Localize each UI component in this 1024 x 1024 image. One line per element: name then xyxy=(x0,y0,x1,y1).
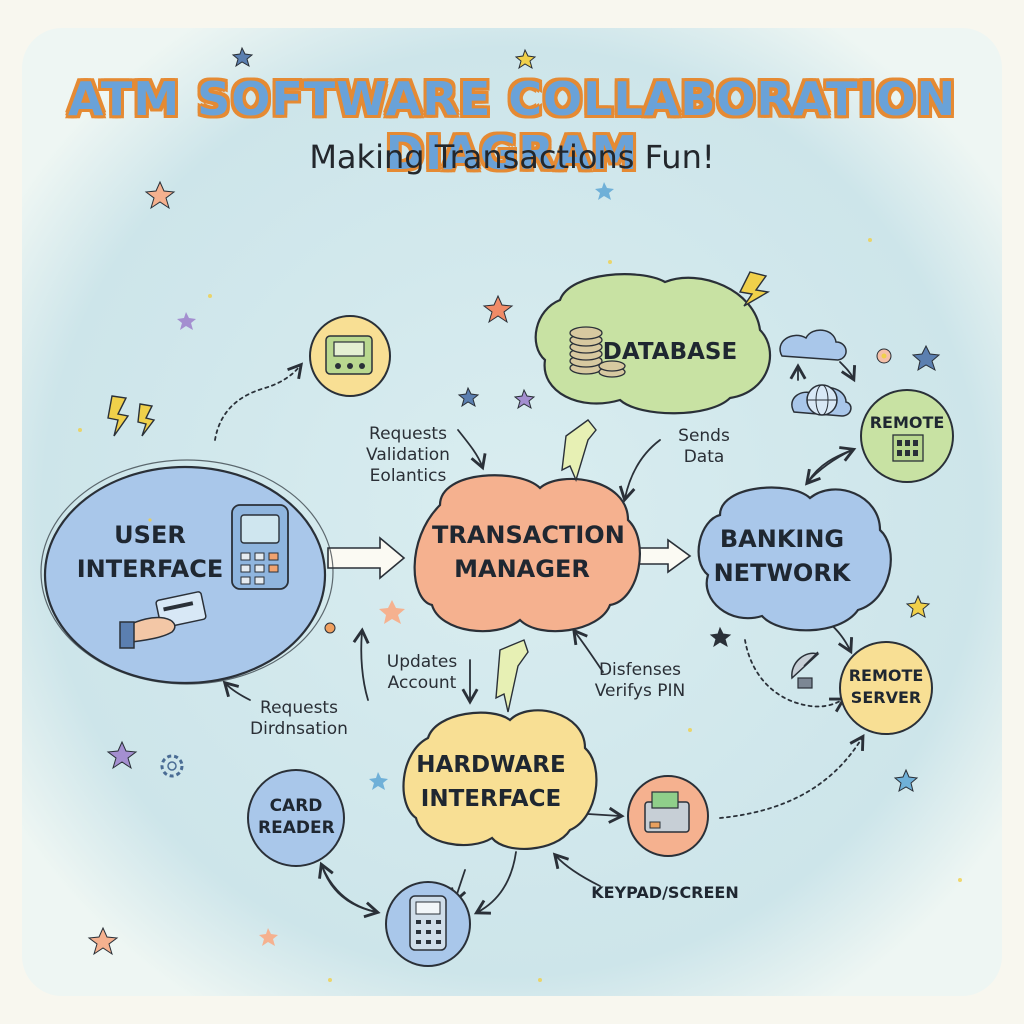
atm-keypad-icon xyxy=(231,504,289,590)
diagram-title: ATM SOFTWARE COLLABORATION DIAGRAM xyxy=(67,72,957,180)
arrow-ui-to-tm xyxy=(327,536,406,580)
hardware-interface-label: HARDWARE INTERFACE xyxy=(416,752,566,812)
atm-machine-icon xyxy=(309,315,391,397)
hardware-interface-node[interactable] xyxy=(402,709,598,850)
sends-data-label: Sends Data xyxy=(678,426,730,467)
transaction-manager-node[interactable] xyxy=(413,474,641,633)
database-node[interactable] xyxy=(534,273,772,415)
cash-dispenser-icon xyxy=(627,775,709,857)
arrow-tm-to-bn xyxy=(635,538,692,574)
satellite-dish-icon xyxy=(791,651,820,689)
banking-network-node[interactable] xyxy=(697,486,892,632)
card-reader-node[interactable] xyxy=(247,769,345,867)
disfenses-verifys-pin-label: Disfenses Verifys PIN xyxy=(594,660,686,701)
hand-card-icon xyxy=(119,591,207,649)
updates-account-label: Updates Account xyxy=(386,652,458,693)
banking-network-label: BANKING NETWORK xyxy=(713,525,851,587)
building-icon xyxy=(892,434,924,462)
requests-validation-label: Requests Validation Eolantics xyxy=(366,424,450,486)
keypad-screen-label: KEYPAD/SCREEN xyxy=(591,883,739,902)
coins-icon xyxy=(569,326,626,378)
user-interface-label: USER INTERFACE xyxy=(76,521,224,583)
remote-server-label: REMOTE SERVER xyxy=(848,666,924,707)
globe-icon xyxy=(791,384,852,417)
flower-icon xyxy=(876,348,892,364)
database-label: DATABASE xyxy=(602,339,738,365)
remote-label: REMOTE xyxy=(869,413,945,432)
cloud-icon xyxy=(779,329,847,361)
pin-pad-icon xyxy=(385,881,471,967)
card-reader-label: CARD READER xyxy=(258,796,335,838)
gear-icon xyxy=(160,754,184,778)
star-icon xyxy=(87,46,941,956)
lightning-icon xyxy=(107,271,771,713)
remote-server-node[interactable] xyxy=(839,641,933,735)
transaction-manager-label: TRANSACTION MANAGER xyxy=(432,521,625,583)
requests-dirdnsation-label: Requests Dirdnsation xyxy=(250,698,348,739)
diagram-subtitle: Making Transactions Fun! xyxy=(309,138,715,176)
